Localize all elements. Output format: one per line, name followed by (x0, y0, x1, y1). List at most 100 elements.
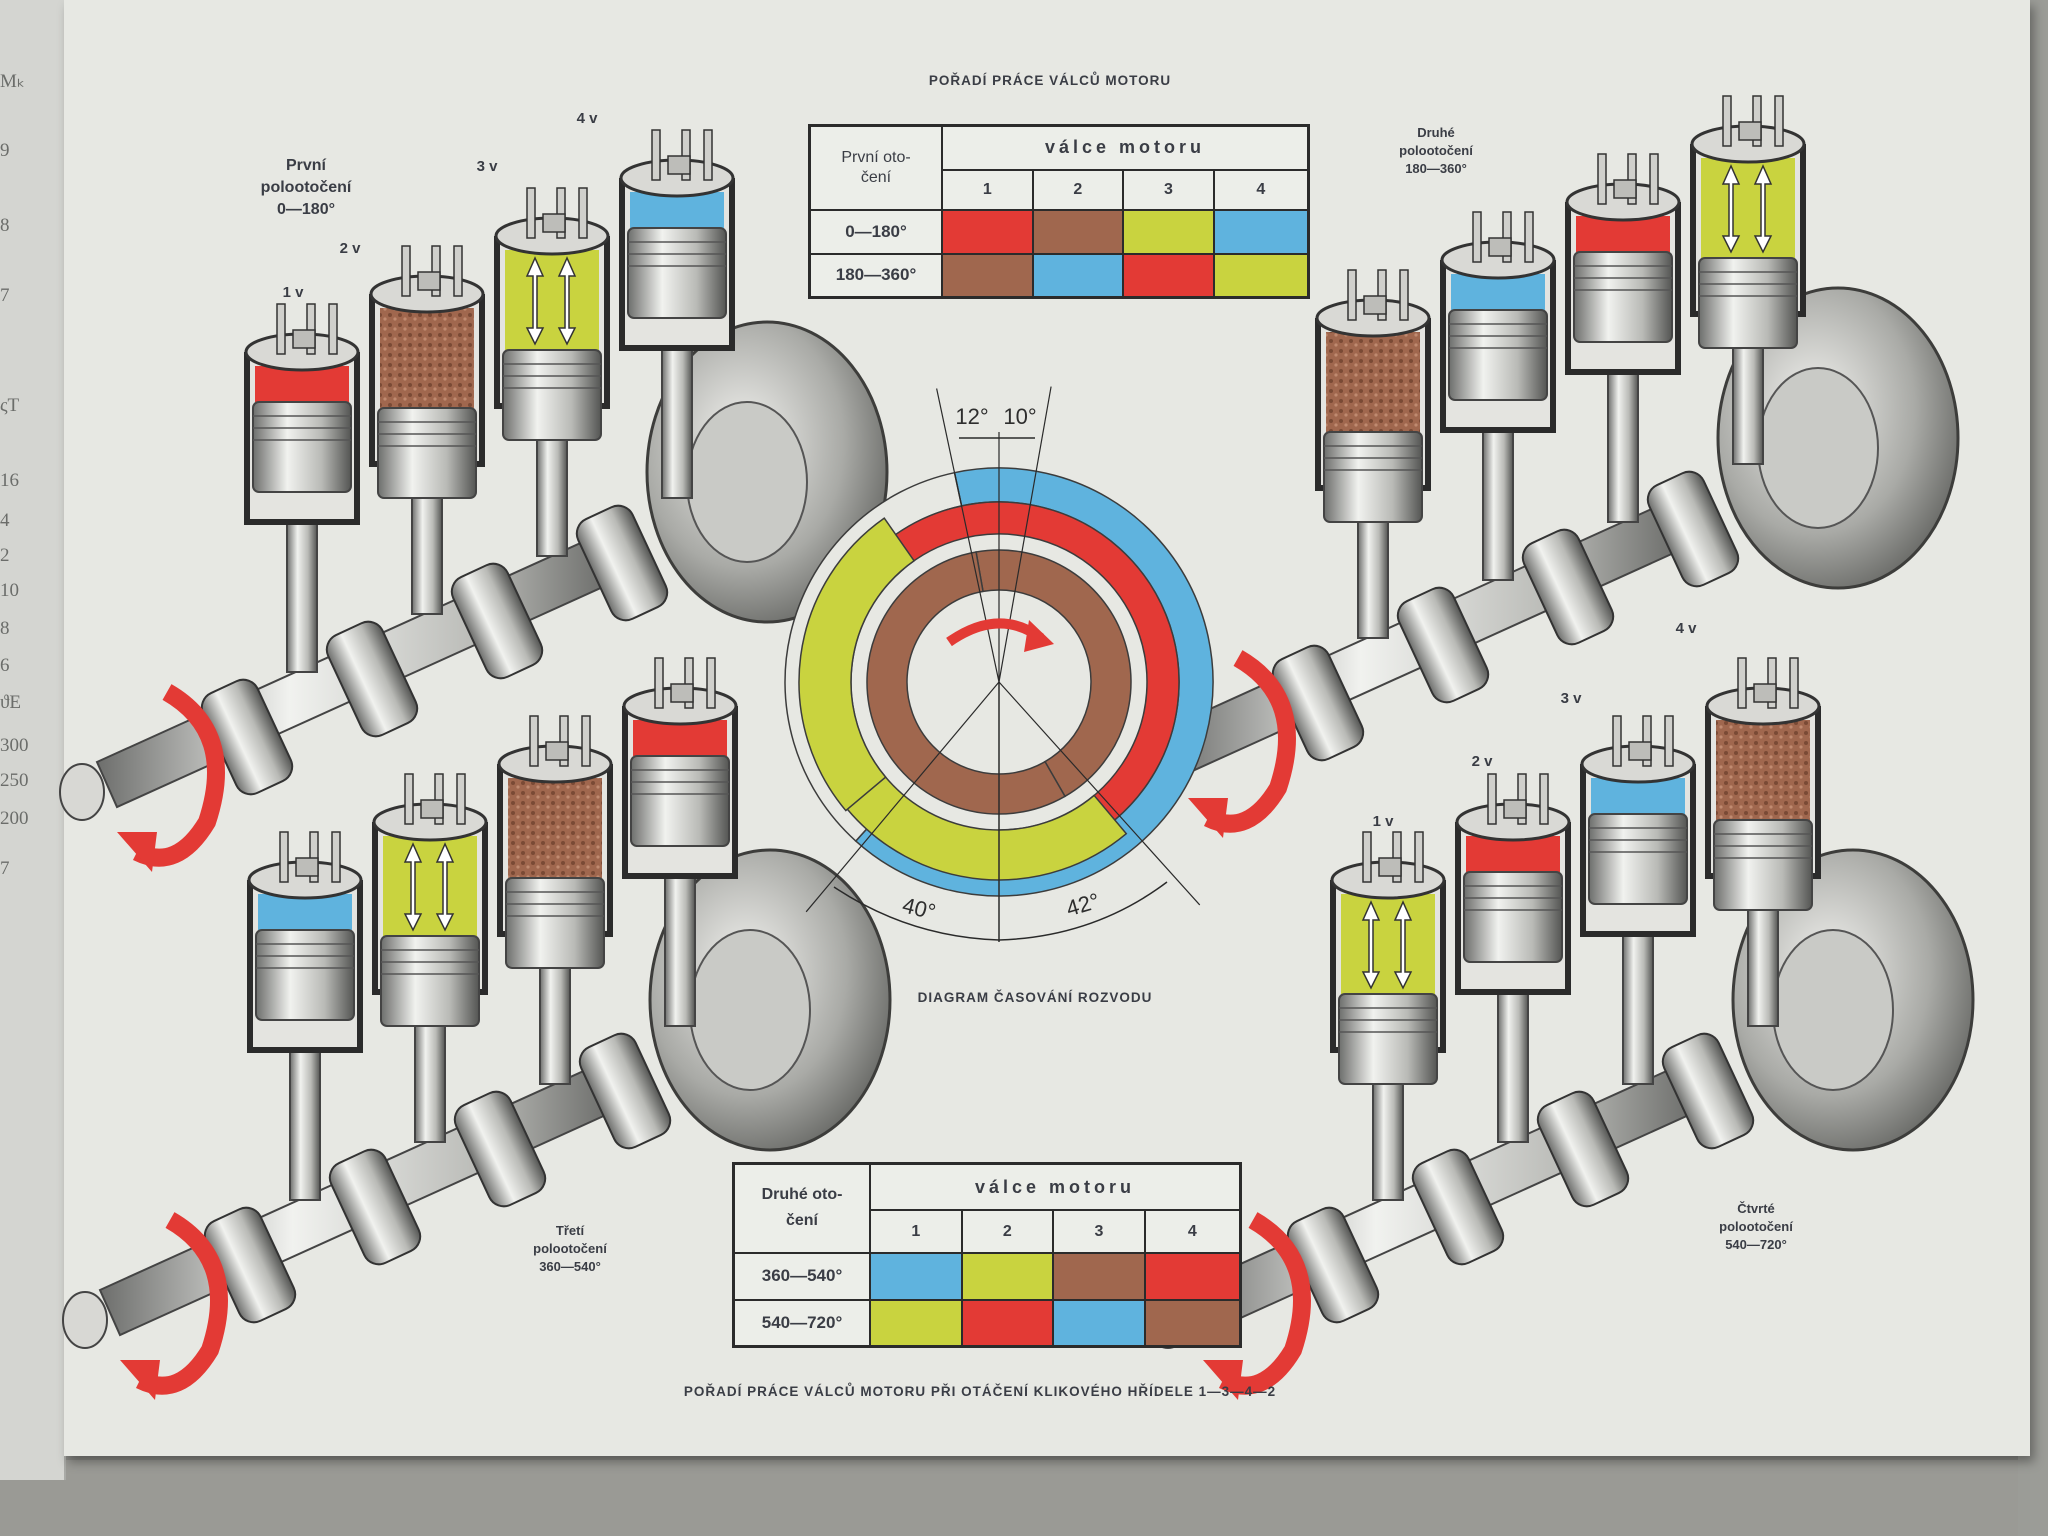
piston (1588, 813, 1688, 905)
intake-arc-2 (866, 551, 1067, 815)
engine-fourth-halfturn (1145, 657, 1975, 1400)
valve-label-3: 3 v (476, 158, 498, 175)
column-header-4: 4 (1143, 1209, 1242, 1254)
column-header-3: 3 (1122, 168, 1215, 211)
cylinder-4 (619, 129, 735, 499)
margin-text: 9 (0, 140, 10, 161)
table-corner-label-2: Druhé oto- čení (732, 1162, 871, 1254)
chamber-yellow (1341, 894, 1435, 994)
piston (1323, 431, 1423, 523)
piston (377, 407, 477, 499)
table-corner-label: První oto- čení (808, 124, 943, 211)
piston (255, 929, 355, 1021)
crank-rotation-arrow (132, 684, 225, 867)
valve-label-4b: 4 v (1675, 620, 1697, 637)
cylinder-4 (622, 657, 738, 1027)
cylinder-2 (372, 773, 488, 1143)
stroke-color-cell (941, 252, 1034, 299)
row-label: 540—720° (732, 1298, 871, 1348)
shaft-end (62, 1291, 108, 1349)
stroke-color-cell (960, 1298, 1055, 1348)
margin-text: 8 (0, 215, 10, 236)
row-label: 360—540° (732, 1251, 871, 1301)
angle-line (936, 388, 1000, 683)
margin-text: 10 (0, 580, 19, 601)
valve-label-3b: 3 v (1560, 690, 1582, 707)
stroke-color-cell (1052, 1251, 1146, 1301)
cylinder-2 (1455, 773, 1571, 1143)
top-title: POŘADÍ PRÁCE VÁLCŮ MOTORU (928, 73, 1172, 88)
piston (502, 349, 602, 441)
angle-line (998, 386, 1052, 683)
chamber-blue (1451, 274, 1545, 310)
intake-arc (975, 549, 1132, 798)
chamber-yellow (505, 250, 599, 350)
piston (630, 755, 730, 847)
piston (1448, 309, 1548, 401)
margin-text: 7 (0, 858, 10, 879)
chamber-red (1466, 836, 1560, 872)
angle-label-10: 10° (1003, 404, 1037, 429)
table-header: válce motoru (941, 124, 1310, 171)
valve-label-1b: 1 v (1372, 813, 1394, 830)
column-header-2: 2 (960, 1209, 1055, 1254)
column-header-4: 4 (1212, 168, 1310, 211)
compression-arc-2 (798, 517, 916, 812)
second-halfturn-label: Druhé polootočení 180—360° (1399, 125, 1473, 176)
margin-text: 7 (0, 285, 10, 306)
stroke-color-cell (1212, 208, 1310, 255)
rotation-arrow-head (1024, 620, 1054, 652)
cylinder-3 (494, 187, 610, 557)
angle-label-12: 12° (955, 404, 989, 429)
stroke-color-cell (869, 1251, 963, 1301)
column-header-3: 3 (1052, 1209, 1146, 1254)
timing-caption: DIAGRAM ČASOVÁNÍ ROZVODU (917, 990, 1153, 1005)
engine-third-halfturn (62, 657, 892, 1400)
piston (1463, 871, 1563, 963)
cylinder-1 (244, 303, 360, 673)
piston (1338, 993, 1438, 1085)
chamber-red (1576, 216, 1670, 252)
stroke-color-cell (941, 208, 1034, 255)
stroke-color-cell (1031, 252, 1125, 299)
chamber-blue (258, 894, 352, 930)
cylinder-3 (1580, 715, 1696, 1085)
piston (627, 227, 727, 319)
chamber-blue (630, 192, 724, 228)
bottom-caption: POŘADÍ PRÁCE VÁLCŮ MOTORU PŘI OTÁČENÍ KL… (683, 1384, 1277, 1399)
column-header-1: 1 (869, 1209, 963, 1254)
margin-text: 250 (0, 770, 29, 791)
margin-text: 200 (0, 808, 29, 829)
cylinder-1 (247, 831, 363, 1201)
cylinder-1 (1315, 269, 1431, 639)
margin-text: 4 (0, 510, 10, 531)
valve-label-1: 1 v (282, 284, 304, 301)
chamber-brown (508, 778, 602, 878)
piston (380, 935, 480, 1027)
valve-label-4: 4 v (576, 110, 598, 127)
cylinder-2 (369, 245, 485, 615)
engine-first-halfturn (59, 129, 889, 872)
stroke-color-cell (1143, 1298, 1242, 1348)
stroke-color-cell (1122, 208, 1215, 255)
cylinder-4 (1690, 95, 1806, 465)
chamber-yellow (1701, 158, 1795, 258)
cylinder-3 (1565, 153, 1681, 523)
row-label: 0—180° (808, 208, 943, 255)
table-header-2: válce motoru (869, 1162, 1242, 1212)
crank-rotation-arrow (1218, 1212, 1311, 1395)
margin-text: ϑE (0, 692, 22, 713)
crank-rotation-arrow (1203, 650, 1296, 833)
margin-text: 2 (0, 545, 10, 566)
stroke-color-cell (960, 1251, 1055, 1301)
angle-line-right (998, 681, 1201, 906)
fourth-halfturn-label: Čtvrté polootočení 540—720° (1719, 1201, 1793, 1252)
chamber-brown (1326, 332, 1420, 432)
cylinder-4 (1705, 657, 1821, 1027)
angle-line-left (805, 681, 1000, 913)
